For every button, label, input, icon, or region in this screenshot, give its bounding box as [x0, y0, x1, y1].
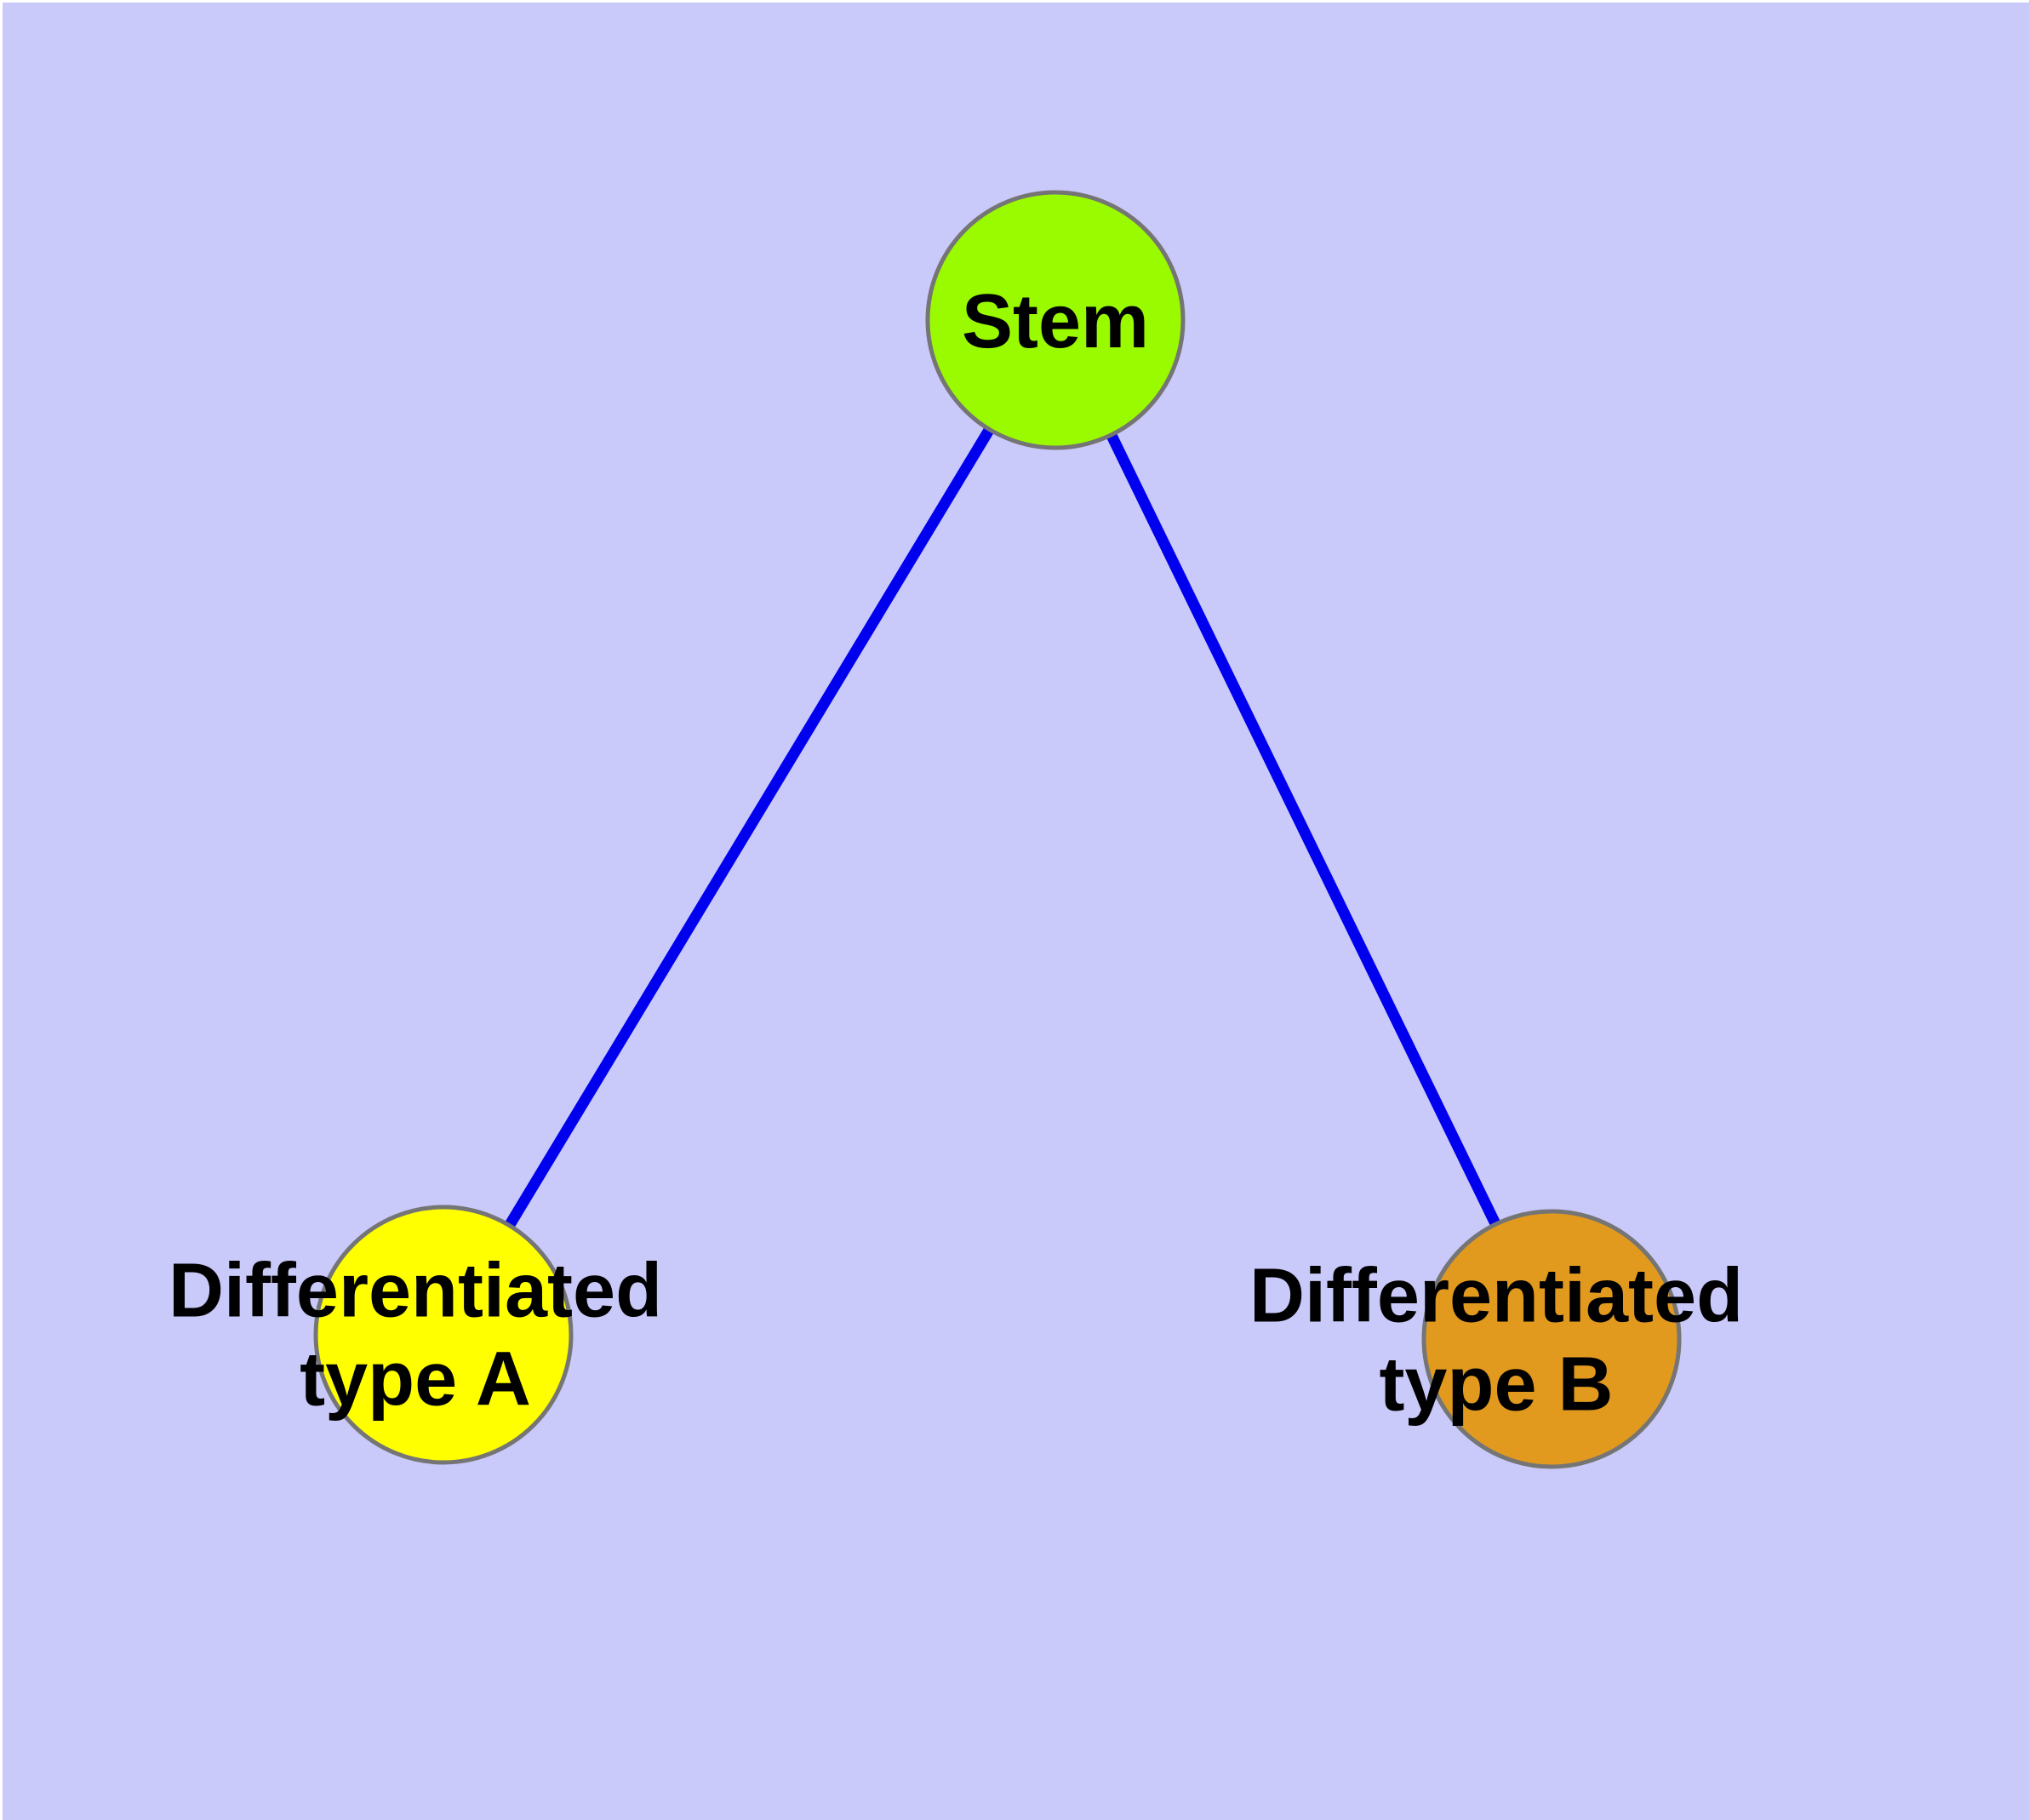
node-type-b-label-line2: type B — [1379, 1342, 1614, 1428]
diagram-canvas: Stem Differentiated type A Differentiate… — [3, 3, 2029, 1820]
node-type-a-label-line2: type A — [300, 1337, 531, 1422]
node-stem-circle — [925, 190, 1186, 450]
node-type-a-label: Differentiated type A — [169, 1247, 662, 1425]
node-stem-label: Stem — [961, 278, 1150, 364]
node-type-a-circle — [313, 1205, 574, 1465]
edge-stem-to-type-b — [1050, 318, 1557, 1342]
graph-svg — [313, 190, 1682, 1469]
edge-stem-to-type-a — [438, 317, 1060, 1338]
node-type-a-label-line1: Differentiated — [168, 1248, 663, 1334]
node-type-b-circle — [1421, 1209, 1682, 1469]
node-type-b-label: Differentiated type B — [1249, 1252, 1743, 1430]
node-type-b-label-line1: Differentiated — [1249, 1253, 1744, 1339]
